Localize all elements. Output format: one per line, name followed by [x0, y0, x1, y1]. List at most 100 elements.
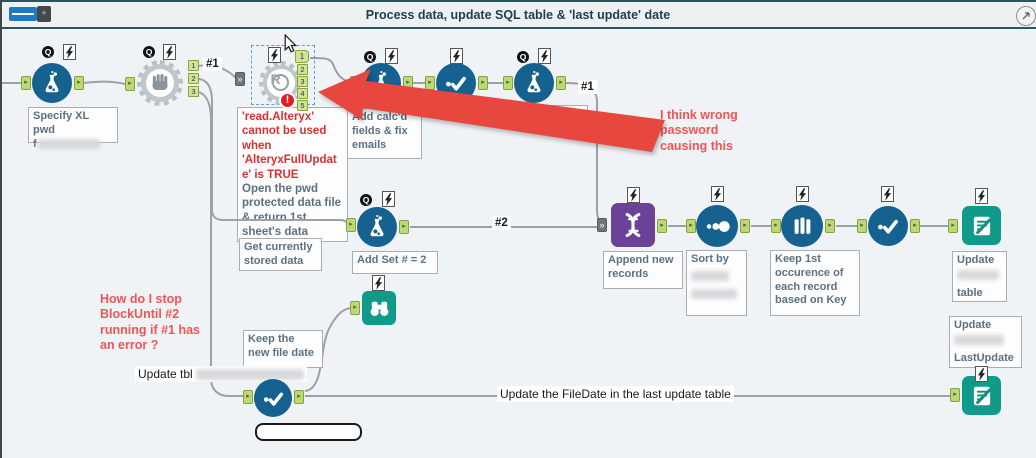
- r-output1-anchor[interactable]: 1: [295, 50, 309, 63]
- question-anchor-icon: Q: [364, 51, 376, 63]
- annotation-keep-file-date[interactable]: Keep the new file date: [243, 330, 323, 368]
- formula-tool-set1[interactable]: [514, 63, 554, 103]
- select1-output-anchor[interactable]: ▸: [478, 76, 488, 90]
- check-dot-icon: [878, 219, 898, 234]
- lightning-badge-icon: [975, 188, 988, 204]
- lightning-badge-icon: [382, 191, 395, 207]
- browse-input-anchor[interactable]: ▸: [350, 301, 360, 315]
- select3-output-anchor[interactable]: ▸: [294, 390, 304, 404]
- select-tool-1[interactable]: [436, 63, 476, 103]
- formula3-input-anchor[interactable]: ▸: [503, 76, 513, 90]
- select2-input-anchor[interactable]: ▸: [857, 219, 867, 233]
- formula2-output-anchor[interactable]: ▸: [403, 76, 413, 90]
- flask-icon: [374, 70, 388, 93]
- wire-formula1-block[interactable]: [83, 80, 126, 85]
- unique-tool[interactable]: [781, 205, 823, 247]
- annotation-update-lastupdate[interactable]: Update LastUpdate: [949, 316, 1022, 368]
- error-badge-icon: !: [279, 92, 296, 109]
- sort-input-anchor[interactable]: ▸: [686, 219, 696, 233]
- select1-input-anchor[interactable]: ▸: [425, 76, 435, 90]
- lightning-badge-icon: [538, 48, 551, 64]
- select2-output-anchor[interactable]: ▸: [910, 219, 920, 233]
- select-tool-3[interactable]: [254, 379, 292, 417]
- note-how-stop: How do I stop BlockUntil #2 running if #…: [100, 292, 201, 352]
- window-left-edge: [0, 0, 2, 458]
- select3-input-anchor[interactable]: ▸: [243, 390, 253, 404]
- formula2-input-anchor[interactable]: ▸: [350, 76, 360, 90]
- question-anchor-icon: Q: [517, 51, 529, 63]
- sort-output-anchor[interactable]: ▸: [740, 219, 750, 233]
- block-output1-anchor[interactable]: 1: [188, 60, 199, 71]
- expand-arrow-icon: [1022, 12, 1030, 20]
- wire-set1-union[interactable]: [565, 82, 602, 224]
- browse-tool[interactable]: [362, 291, 396, 325]
- r-output2-anchor[interactable]: 2: [297, 64, 308, 75]
- annotation-add-calc[interactable]: Add calc'd fields & fix emails: [347, 108, 422, 159]
- collapse-button[interactable]: [1016, 6, 1036, 26]
- sort-tool[interactable]: [696, 205, 738, 247]
- formula4-output-anchor[interactable]: ▸: [399, 220, 409, 234]
- formula1-output-anchor[interactable]: ▸: [74, 76, 84, 90]
- lightning-badge-icon: [163, 44, 176, 60]
- annotation-r-tool[interactable]: 'read.Alteryx' cannot be used when 'Alte…: [237, 107, 348, 243]
- union-output-anchor[interactable]: ▸: [657, 219, 667, 233]
- lightning-badge-icon: [385, 48, 398, 64]
- page-pencil-icon: [973, 386, 991, 405]
- redacted-text: [957, 269, 999, 280]
- question-anchor-icon: Q: [360, 194, 372, 206]
- page-pencil-icon: [973, 216, 991, 235]
- annotation-add-set1[interactable]: Add Set # = 1: [505, 105, 588, 128]
- question-anchor-icon: Q: [42, 46, 54, 58]
- annotation-add-set2[interactable]: Add Set # = 2: [352, 251, 438, 274]
- sort-dots-icon: [706, 220, 730, 232]
- union-tool-append[interactable]: [611, 203, 655, 247]
- wire-label-block-out1[interactable]: #1: [203, 57, 222, 71]
- lightning-badge-icon: [450, 48, 463, 64]
- annotation-update-table[interactable]: Update table: [952, 251, 1007, 302]
- canvas-zoom-slider[interactable]: [9, 7, 37, 21]
- formula-tool-specify-pwd[interactable]: [32, 63, 72, 103]
- annotation-append-new[interactable]: Append new records: [603, 251, 683, 289]
- zoom-slider-knob[interactable]: +: [37, 6, 51, 22]
- r-input-anchor[interactable]: »: [235, 72, 245, 86]
- output-data-tool-lastupdate[interactable]: [962, 376, 1001, 415]
- r-output5-anchor[interactable]: 5: [297, 100, 308, 111]
- output-data-tool-table[interactable]: [962, 206, 1001, 245]
- annotation-get-current[interactable]: Get currently stored data: [239, 238, 322, 271]
- union-input-anchor[interactable]: »: [597, 218, 607, 232]
- output1-input-anchor[interactable]: ▸: [948, 219, 958, 233]
- note-wrong-password: I think wrong password causing this: [660, 108, 738, 153]
- select-tool-2[interactable]: [868, 206, 908, 246]
- wire-label-update-tbl[interactable]: Update tbl: [135, 366, 307, 382]
- formula-tool-add-calc[interactable]: [361, 63, 401, 103]
- annotation-sort-by[interactable]: Sort by: [686, 250, 747, 316]
- formula1-input-anchor[interactable]: ▸: [21, 76, 31, 90]
- wire-r-formula2[interactable]: [309, 57, 351, 83]
- wire-label-filedate[interactable]: Update the FileDate in the last update t…: [497, 386, 734, 402]
- unique-input-anchor[interactable]: ▸: [771, 219, 781, 233]
- r-logo-icon: R: [269, 71, 292, 94]
- stop-hand-icon: [152, 74, 168, 90]
- workflow-header-bar: + Process data, update SQL table & 'last…: [0, 0, 1036, 29]
- unique-output-anchor[interactable]: ▸: [825, 219, 835, 233]
- block-until-done-tool[interactable]: [137, 60, 183, 106]
- workflow-title: Process data, update SQL table & 'last u…: [365, 8, 671, 22]
- annotation-keep-first[interactable]: Keep 1st occurence of each record based …: [770, 250, 860, 316]
- wire-label-set1[interactable]: #1: [578, 80, 597, 94]
- r-output3-anchor[interactable]: 3: [297, 76, 308, 87]
- formula4-input-anchor[interactable]: ▸: [346, 218, 356, 232]
- output2-input-anchor[interactable]: ▸: [950, 388, 960, 402]
- block-output3-anchor[interactable]: 3: [188, 86, 199, 97]
- block-input-anchor[interactable]: ▸: [125, 77, 135, 91]
- r-output4-anchor[interactable]: 4: [297, 88, 308, 99]
- lightning-badge-icon: [63, 44, 76, 60]
- redaction-pill: [255, 423, 362, 441]
- flask-icon: [527, 70, 541, 93]
- annotation-specify-pwd[interactable]: Specify XL pwd f: [28, 107, 118, 150]
- block-output2-anchor[interactable]: 2: [188, 73, 199, 84]
- formula-tool-set2[interactable]: [357, 207, 397, 247]
- redacted-text: [691, 288, 737, 299]
- wire-label-set2[interactable]: #2: [492, 216, 511, 230]
- formula3-output-anchor[interactable]: ▸: [556, 76, 566, 90]
